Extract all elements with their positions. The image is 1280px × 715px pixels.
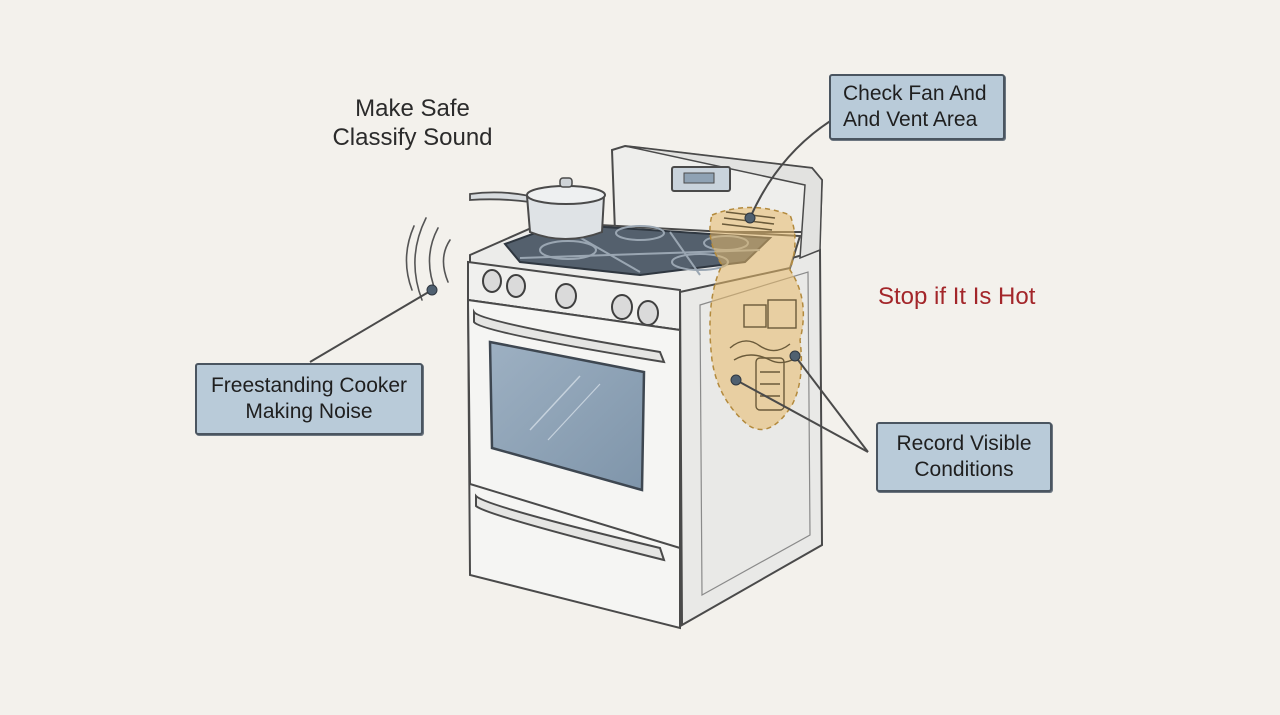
leader-dots bbox=[426, 212, 801, 386]
diagram-title: Make Safe Classify Sound bbox=[300, 94, 525, 152]
callout-fan-line-1: Check Fan And bbox=[843, 82, 987, 105]
control-panel bbox=[467, 260, 681, 332]
control-knobs bbox=[482, 269, 659, 326]
callout-record-conditions: Record Visible Conditions bbox=[876, 422, 1052, 492]
leader-lines bbox=[309, 114, 869, 453]
callout-fan-vent: Check Fan And And Vent Area bbox=[829, 74, 1005, 140]
callout-record-line-1: Record Visible bbox=[896, 432, 1032, 455]
callout-fan-line-2: And Vent Area bbox=[843, 108, 978, 131]
hot-warning-label: Stop if It Is Hot bbox=[878, 283, 1036, 310]
oven-door-handle bbox=[473, 308, 666, 364]
drawer-handle bbox=[475, 493, 666, 562]
callout-cooker-line-2: Making Noise bbox=[245, 400, 373, 423]
cooker-front bbox=[466, 298, 681, 630]
callout-record-line-2: Conditions bbox=[914, 458, 1014, 481]
title-line-2: Classify Sound bbox=[332, 124, 493, 151]
saucepan-icon bbox=[469, 177, 606, 240]
oven-window bbox=[488, 340, 646, 492]
inspection-highlight bbox=[709, 206, 805, 431]
wiring-components-icon bbox=[729, 299, 797, 411]
title-line-1: Make Safe bbox=[355, 95, 470, 122]
callout-cooker-line-1: Freestanding Cooker bbox=[210, 374, 408, 397]
callout-cooker-noise: Freestanding Cooker Making Noise bbox=[195, 363, 423, 435]
